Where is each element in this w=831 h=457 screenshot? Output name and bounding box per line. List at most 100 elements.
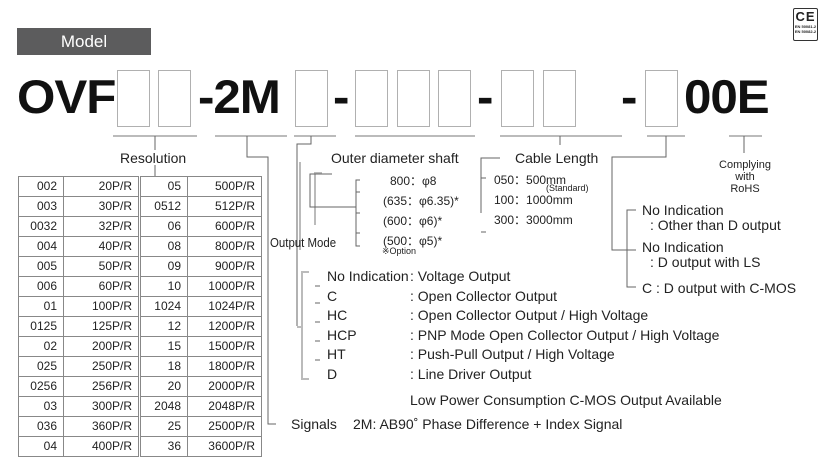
resolution-cell: 360P/R: [63, 416, 140, 437]
code-cell: 20: [138, 376, 188, 397]
d-output-option-1-line1: No Indication: [642, 202, 724, 218]
d-output-slot: [645, 70, 678, 127]
shaft-option-3: (600：φ6)*: [383, 214, 443, 228]
output-mode-desc: : Open Collector Output: [410, 287, 558, 304]
resolution-cell: 20P/R: [63, 176, 140, 197]
code-cell: 0032: [18, 216, 64, 237]
shaft-slot-2: [397, 70, 430, 127]
ce-mark-text: CE: [795, 9, 816, 24]
output-mode-note: Low Power Consumption C-MOS Output Avail…: [410, 392, 722, 408]
code-cell: 006: [18, 276, 64, 297]
output-mode-desc: : PNP Mode Open Collector Output / High …: [410, 326, 720, 343]
d-output-option-2-line2: : D output with LS: [650, 254, 761, 270]
rohs-line-2: with: [735, 171, 755, 183]
resolution-slot-2: [158, 70, 191, 127]
code-cell: 25: [138, 416, 188, 437]
shaft-title: Outer diameter shaft: [331, 150, 459, 166]
ce-mark-icon: CE EN 50081-2 EN 50082-2: [793, 8, 818, 41]
resolution-cell: 3600P/R: [187, 436, 262, 457]
signals-desc: 2M: AB90˚ Phase Difference + Index Signa…: [353, 416, 623, 432]
resolution-cell: 500P/R: [187, 176, 262, 197]
resolution-cell: 1200P/R: [187, 316, 262, 337]
code-cell: 01: [18, 296, 64, 317]
dash-3: -: [621, 70, 637, 123]
resolution-cell: 200P/R: [63, 336, 140, 357]
code-cell: 09: [138, 256, 188, 277]
resolution-slot-1: [117, 70, 150, 127]
dash-2: -: [477, 70, 493, 123]
code-cell: 36: [138, 436, 188, 457]
code-cell: 04: [18, 436, 64, 457]
output-mode-code: HCP: [327, 326, 357, 343]
code-cell: 004: [18, 236, 64, 257]
d-output-leader: [611, 136, 667, 251]
resolution-cell: 32P/R: [63, 216, 140, 237]
code-cell: 003: [18, 196, 64, 217]
code-cell: 025: [18, 356, 64, 377]
code-cell: 0125: [18, 316, 64, 337]
resolution-cell: 800P/R: [187, 236, 262, 257]
cable-standard-note: (Standard): [546, 183, 589, 193]
output-mode-desc: : Voltage Output: [410, 268, 511, 284]
model-suffix: 00E: [684, 70, 770, 123]
output-mode-desc: : Push-Pull Output / High Voltage: [410, 346, 615, 363]
resolution-cell: 60P/R: [63, 276, 140, 297]
resolution-cell: 600P/R: [187, 216, 262, 237]
output-mode-slot: [295, 70, 328, 127]
d-output-option-2-line1: No Indication: [642, 239, 724, 255]
code-cell: 08: [138, 236, 188, 257]
cable-slot-2: [501, 70, 534, 127]
output-mode-code: No Indication: [327, 268, 409, 284]
shaft-option-4: (500：φ5)*: [383, 234, 443, 248]
resolution-cell: 50P/R: [63, 256, 140, 277]
cable-option-1: 050：500mm: [494, 173, 567, 187]
output-mode-code: C: [327, 287, 338, 304]
output-mode-desc: : Line Driver Output: [410, 366, 532, 382]
output-mode-desc: : Open Collector Output / High Voltage: [410, 307, 649, 324]
model-badge: Model: [17, 28, 151, 55]
resolution-cell: 400P/R: [63, 436, 140, 457]
signals-label: Signals: [291, 416, 337, 432]
resolution-title: Resolution: [120, 150, 187, 166]
code-cell: 06: [138, 216, 188, 237]
dash-1: -: [333, 70, 349, 123]
code-cell: 005: [18, 256, 64, 277]
cable-slot-3: [543, 70, 576, 127]
cable-option-2: 100：1000mm: [494, 193, 573, 207]
output-mode-bracket: [301, 271, 309, 380]
model-prefix: OVF-: [17, 70, 132, 123]
resolution-cell: 1800P/R: [187, 356, 262, 377]
output-mode-title: Output Mode: [270, 235, 337, 250]
shaft-option-2: (635：φ6.35)*: [383, 194, 459, 208]
shaft-slot-1: [355, 70, 388, 127]
rohs-line-1: Complying: [719, 159, 771, 171]
code-cell: 12: [138, 316, 188, 337]
code-cell: 18: [138, 356, 188, 377]
d-output-option-2: No Indication : D output with LS: [642, 240, 761, 270]
code-cell: 0512: [138, 196, 188, 217]
resolution-cell: 1500P/R: [187, 336, 262, 357]
code-cell: 1024: [138, 296, 188, 317]
code-cell: 15: [138, 336, 188, 357]
code-cell: 03: [18, 396, 64, 417]
resolution-cell: 2048P/R: [187, 396, 262, 417]
shaft-option-1: 800：φ8: [390, 174, 437, 188]
resolution-cell: 250P/R: [63, 356, 140, 377]
resolution-cell: 100P/R: [63, 296, 140, 317]
rohs-label: Complying with RoHS: [712, 159, 778, 195]
resolution-cell: 256P/R: [63, 376, 140, 397]
resolution-cell: 1000P/R: [187, 276, 262, 297]
output-mode-code: HC: [327, 307, 348, 324]
ce-standard-2: EN 50082-2: [794, 29, 817, 34]
code-cell: 05: [138, 176, 188, 197]
